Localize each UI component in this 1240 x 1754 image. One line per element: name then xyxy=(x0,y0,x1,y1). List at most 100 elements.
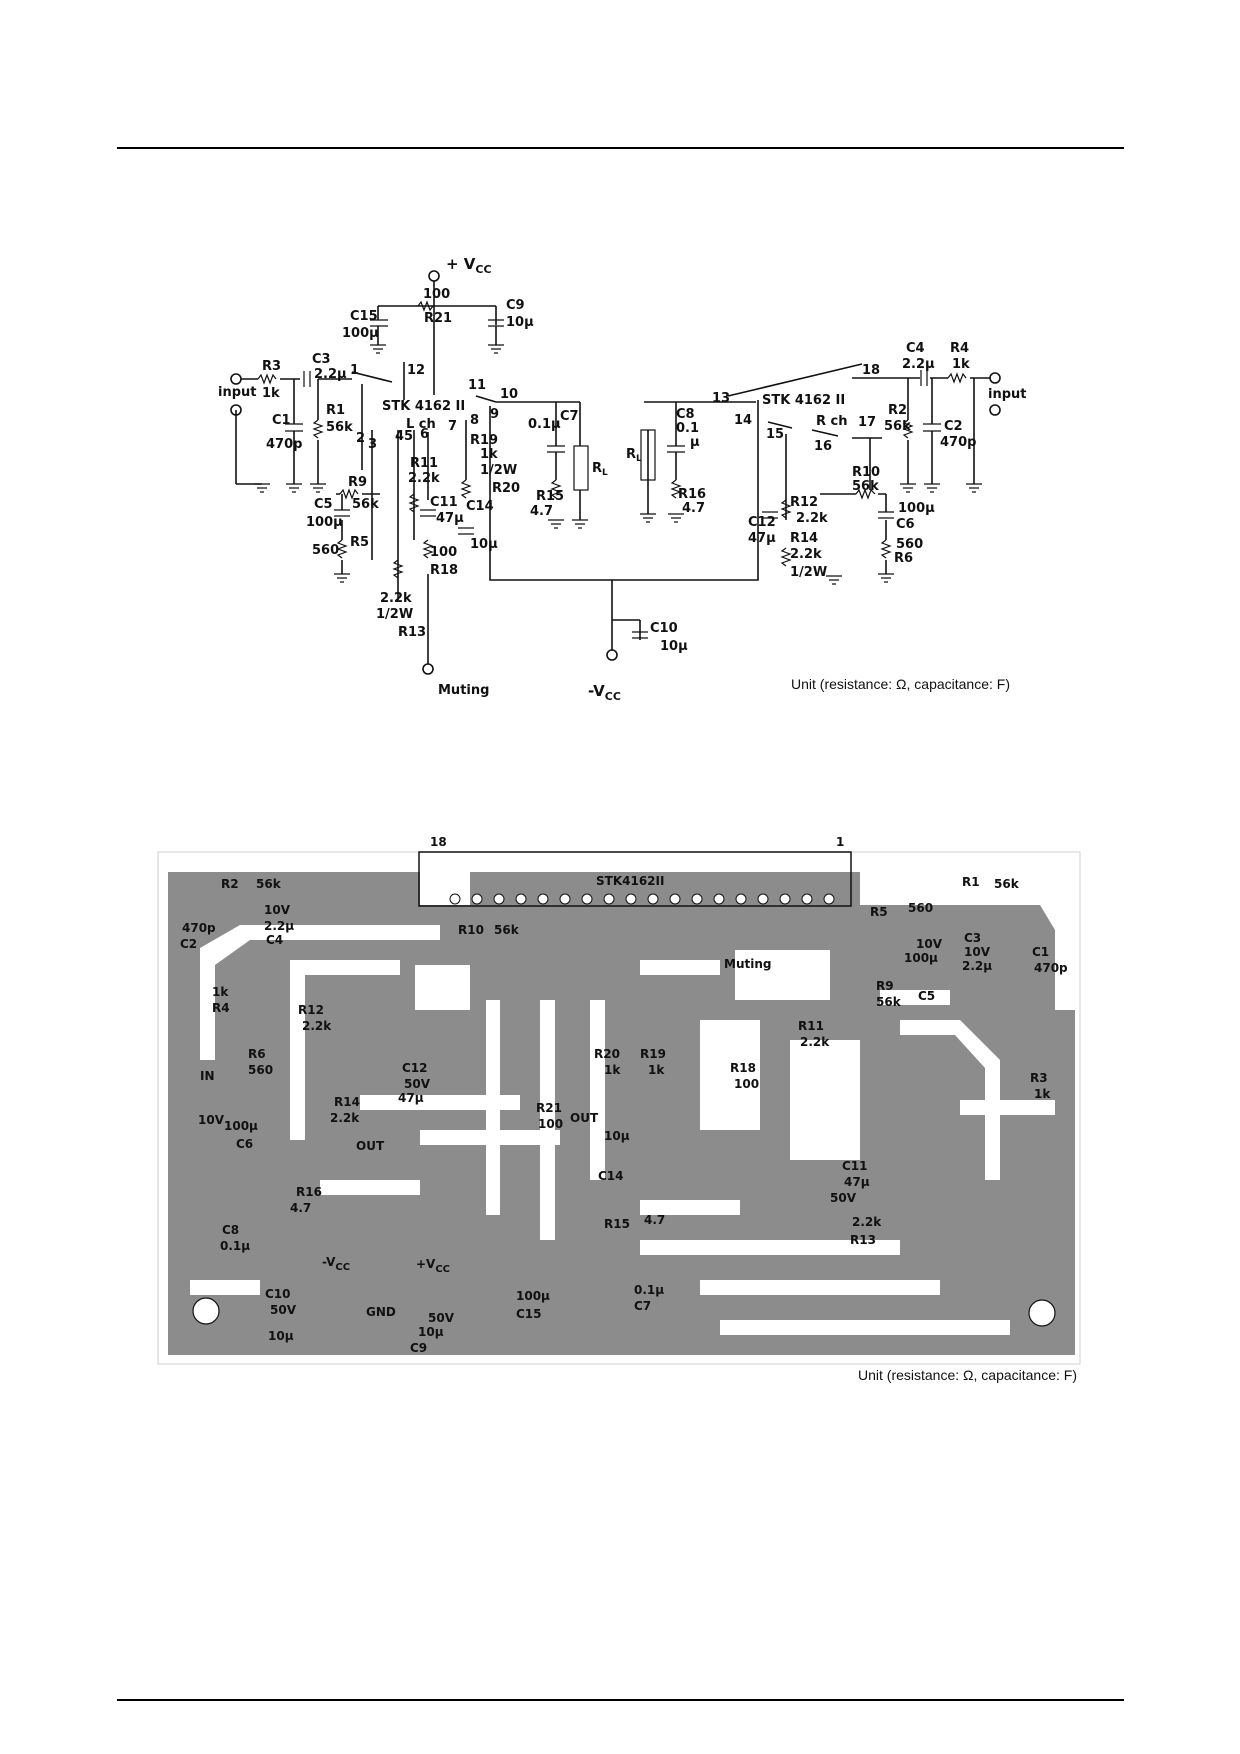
pcb-r10-label: R10 xyxy=(458,923,484,937)
r14-label: R14 xyxy=(790,531,818,546)
pcb-c11-label: C11 xyxy=(842,1159,868,1173)
ic-pcb-label: STK4162II xyxy=(596,874,664,888)
r12-value: 2.2k xyxy=(796,511,828,526)
c12-label: C12 xyxy=(748,515,776,530)
pcb-c1-label: C1 xyxy=(1032,945,1049,959)
pcb-c11-voltage: 50V xyxy=(830,1191,857,1205)
r3-label: R3 xyxy=(262,359,281,374)
r13-symbol xyxy=(392,559,404,579)
c6-symbol xyxy=(878,511,894,519)
pin13-label: 13 xyxy=(712,391,730,406)
pcb-c6-value: 100μ xyxy=(224,1119,258,1133)
muting-label: Muting xyxy=(438,683,489,698)
c12-value: 47μ xyxy=(748,531,776,546)
c9-ground xyxy=(488,344,504,354)
pcb-c3-label: C3 xyxy=(964,931,981,945)
pcb-c15-label: C15 xyxy=(516,1307,542,1321)
r9-value: 56k xyxy=(352,497,379,512)
c2-label: C2 xyxy=(944,419,963,434)
pin1-label: 1 xyxy=(350,363,359,378)
pcb-r6-value: 560 xyxy=(248,1063,273,1077)
r11-symbol xyxy=(408,493,420,513)
c11-value: 47μ xyxy=(436,511,464,526)
pcb-c4-voltage: 10V xyxy=(264,903,291,917)
pcb-r12-value: 2.2k xyxy=(302,1019,332,1033)
input-left-label: input xyxy=(218,385,257,400)
pcb-in-label: IN xyxy=(200,1069,215,1083)
c4-value: 2.2μ xyxy=(902,357,935,372)
c8-label: C8 xyxy=(676,407,695,422)
pcb-muting-label: Muting xyxy=(724,957,771,971)
c2-symbol xyxy=(923,423,941,432)
pcb-c2-label: C2 xyxy=(180,937,197,951)
pin12-label: 12 xyxy=(407,363,425,378)
c14-symbol xyxy=(458,527,474,535)
pcb-c5-value: 100μ xyxy=(904,951,938,965)
pcb-c10-value: 10μ xyxy=(268,1329,294,1343)
pcb-r13-label: R13 xyxy=(850,1233,876,1247)
r11-value: 2.2k xyxy=(408,471,440,486)
pcb-c8-label: C8 xyxy=(222,1223,239,1237)
ch-left-label: L ch xyxy=(406,417,436,432)
rl-right-label: RL xyxy=(626,447,642,464)
r19-value: 1k xyxy=(480,447,498,462)
r1-value: 56k xyxy=(326,420,353,435)
pcb-c10-voltage: 50V xyxy=(270,1303,297,1317)
pcb-r18-value: 100 xyxy=(734,1077,759,1091)
input-right-terminal-2 xyxy=(989,404,1001,416)
c10-symbol xyxy=(632,631,648,639)
pcb-r6-label: R6 xyxy=(248,1047,266,1061)
c9-value: 10μ xyxy=(506,315,534,330)
r18-symbol xyxy=(422,539,434,559)
c15-value: 100μ xyxy=(342,326,379,341)
pcb-c9-voltage: 50V xyxy=(428,1311,455,1325)
mount-hole-left xyxy=(192,1297,220,1325)
r13-value: 2.2k xyxy=(380,591,412,606)
r3-symbol xyxy=(257,373,277,385)
pcb-r9-value: 56k xyxy=(876,995,902,1009)
pcb-r21-label: R21 xyxy=(536,1101,562,1115)
pin11-label: 11 xyxy=(468,378,486,393)
pin17-label: 17 xyxy=(858,415,876,430)
r20-label: R20 xyxy=(492,481,520,496)
pcb-r14-label: R14 xyxy=(334,1095,360,1109)
pcb-r4-label: R4 xyxy=(212,1001,230,1015)
pin13-18-line xyxy=(727,363,863,397)
c11-label: C11 xyxy=(430,495,458,510)
schematic: + VCC 100 R21 C15 100μ C9 10μ input R3 1… xyxy=(218,255,1027,703)
pcb-r16-label: R16 xyxy=(296,1185,322,1199)
schematic-unit-note: Unit (resistance: Ω, capacitance: F) xyxy=(791,676,1010,692)
r2-value: 56k xyxy=(884,419,911,434)
r6-symbol xyxy=(880,539,892,559)
r19-label: R19 xyxy=(470,433,498,448)
r1-label: R1 xyxy=(326,403,345,418)
pcb-c12-value: 47μ xyxy=(398,1091,424,1105)
pcb-gnd-label: GND xyxy=(366,1305,396,1319)
pcb-r15-label: R15 xyxy=(604,1217,630,1231)
pcb-r21-value: 100 xyxy=(538,1117,563,1131)
pin-first-label: 18 xyxy=(430,835,447,849)
c15-label: C15 xyxy=(350,309,378,324)
pcb-r2-value: 56k xyxy=(256,877,282,891)
vcc-neg-terminal xyxy=(606,649,618,661)
pcb-r5-label: R5 xyxy=(870,905,888,919)
r5-value: 560 xyxy=(312,543,339,558)
r6-label: R6 xyxy=(894,551,913,566)
pcb-c3-value: 2.2μ xyxy=(962,959,992,973)
r5-label: R5 xyxy=(350,535,369,550)
pcb-c10-label: C10 xyxy=(265,1287,291,1301)
ic-right-label: STK 4162 II xyxy=(762,393,845,408)
r10-symbol xyxy=(855,488,876,500)
pcb-r20-label: R20 xyxy=(594,1047,620,1061)
c4-symbol xyxy=(920,370,928,386)
r21-label: R21 xyxy=(424,311,452,326)
c3-label: C3 xyxy=(312,352,331,367)
r4-value: 1k xyxy=(952,357,970,372)
pcb-r19-value: 1k xyxy=(648,1063,665,1077)
pcb-c1-value: 470p xyxy=(1034,961,1068,975)
pcb-c11-value: 47μ xyxy=(844,1175,870,1189)
r19-symbol xyxy=(460,479,472,499)
c1-symbol xyxy=(285,423,303,432)
pcb-r2-label: R2 xyxy=(221,877,239,891)
r13-power: 1/2W xyxy=(376,607,413,622)
